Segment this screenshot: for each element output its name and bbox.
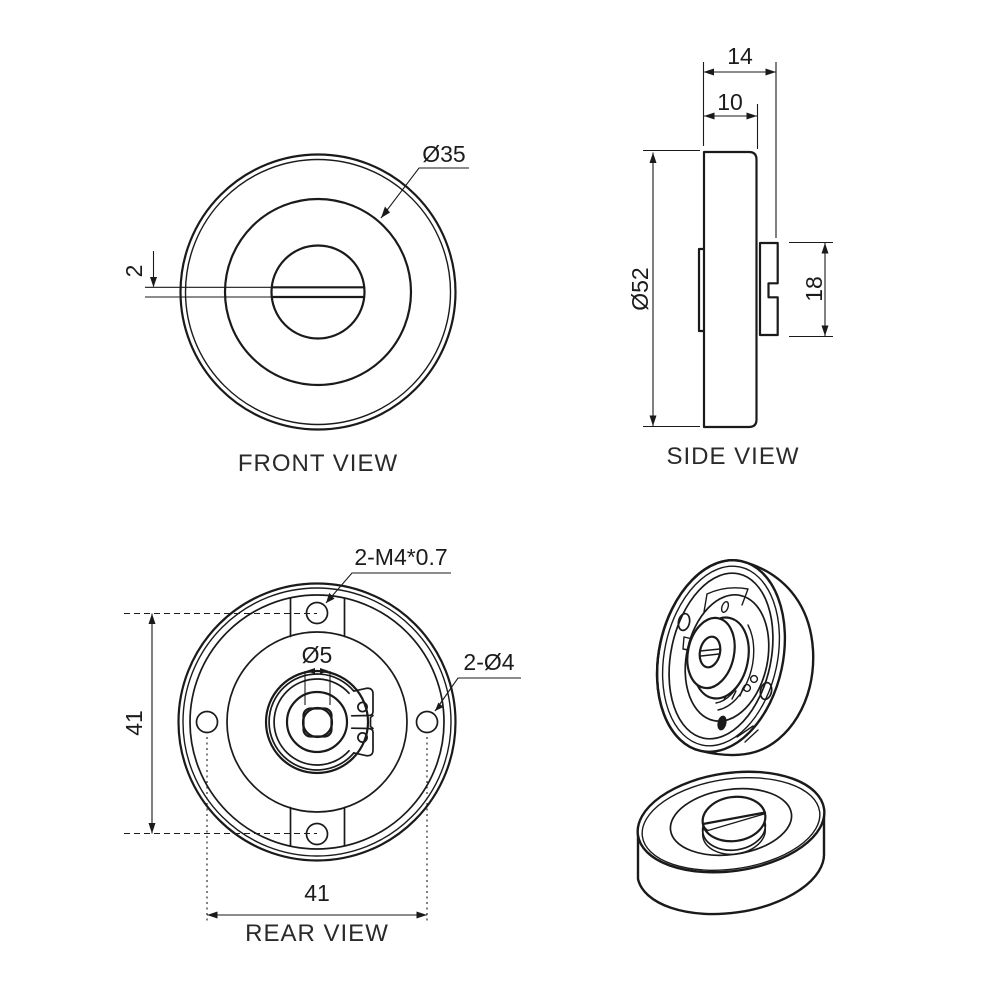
iso-front-chamfer — [641, 777, 821, 871]
side-depth-total-text: 14 — [727, 43, 753, 69]
rear-holes-text: 2-Ø4 — [463, 649, 514, 675]
side-rear-hub — [758, 241, 779, 337]
iso-rear-rim-line — [661, 565, 781, 747]
side-depth-body-text: 10 — [717, 89, 743, 115]
iso-rear-top-channel — [703, 587, 749, 613]
rear-spacing-v-text: 41 — [121, 710, 147, 736]
side-view-label: SIDE VIEW — [666, 443, 799, 470]
side-diameter-text: Ø52 — [627, 267, 653, 310]
front-diameter-text: Ø35 — [422, 141, 465, 167]
front-outer-circle — [179, 153, 457, 431]
iso-rear-hub-face — [686, 616, 736, 690]
rear-dim-spindle: Ø5 — [302, 642, 333, 705]
iso-rear-spindle-hole — [698, 635, 722, 669]
circlip-ear-hole-top — [357, 701, 368, 713]
rear-outer-inner-line — [182, 587, 452, 857]
front-outer-inner-line — [184, 158, 452, 426]
rear-outer-circle — [177, 582, 457, 862]
front-dim-diameter: Ø35 — [380, 141, 469, 219]
iso-rear-pin-hole-left — [677, 612, 691, 632]
rear-boss-circle — [226, 631, 408, 813]
front-view-label: FRONT VIEW — [238, 450, 398, 477]
iso-front-coin-slot — [701, 811, 767, 832]
side-hub-text: 18 — [801, 276, 827, 302]
circlip-ear-hole-bottom — [357, 732, 368, 743]
rear-view-label: REAR VIEW — [245, 920, 389, 947]
front-turn-boss — [270, 244, 366, 340]
spindle-round-hole — [301, 706, 334, 739]
iso-rear-face-rim — [655, 559, 787, 753]
circlip — [268, 673, 374, 771]
pin-hole-left — [195, 710, 219, 734]
rear-dim-holes: 2-Ø4 — [434, 649, 521, 712]
rear-rim-inner-circle — [189, 594, 445, 850]
side-dim-depth-body: 10 — [704, 89, 759, 149]
side-view: 14 10 Ø52 18 SIDE VIEW — [627, 43, 833, 470]
side-dim-diameter: Ø52 — [627, 149, 700, 428]
rear-spacing-h-text: 41 — [304, 880, 330, 906]
iso-front-view — [636, 770, 826, 916]
iso-rear-pin-hole-right — [759, 681, 773, 701]
front-view: 2 Ø35 FRONT VIEW — [121, 141, 469, 477]
side-body — [702, 150, 758, 429]
rear-view: 2-M4*0.7 2-Ø4 Ø5 41 — [121, 544, 521, 947]
iso-rear-view — [655, 559, 815, 757]
rear-ribs — [289, 597, 346, 847]
rear-thread-text: 2-M4*0.7 — [354, 544, 447, 570]
iso-rear-rim-inner — [668, 572, 774, 740]
iso-rear-spindle-slot — [699, 648, 721, 657]
rear-dim-spacing-v: 41 — [121, 612, 317, 835]
front-dim-slot: 2 — [121, 251, 272, 298]
rear-bushing-circle — [285, 690, 349, 754]
rear-dim-thread: 2-M4*0.7 — [325, 544, 451, 604]
rear-hub-circle — [264, 669, 370, 775]
front-mid-circle — [223, 197, 413, 387]
front-slot-dim-text: 2 — [121, 265, 147, 278]
iso-rear-screw-hole — [717, 715, 727, 731]
rear-spindle-text: Ø5 — [302, 642, 333, 668]
thumb-turn-slot — [270, 286, 366, 299]
pin-hole-right — [415, 710, 439, 734]
iso-rear-bottom-channel — [736, 725, 759, 743]
rear-dim-spacing-h: 41 — [206, 737, 428, 924]
side-dim-depth-total: 14 — [702, 43, 777, 238]
side-dim-hub: 18 — [789, 241, 833, 338]
